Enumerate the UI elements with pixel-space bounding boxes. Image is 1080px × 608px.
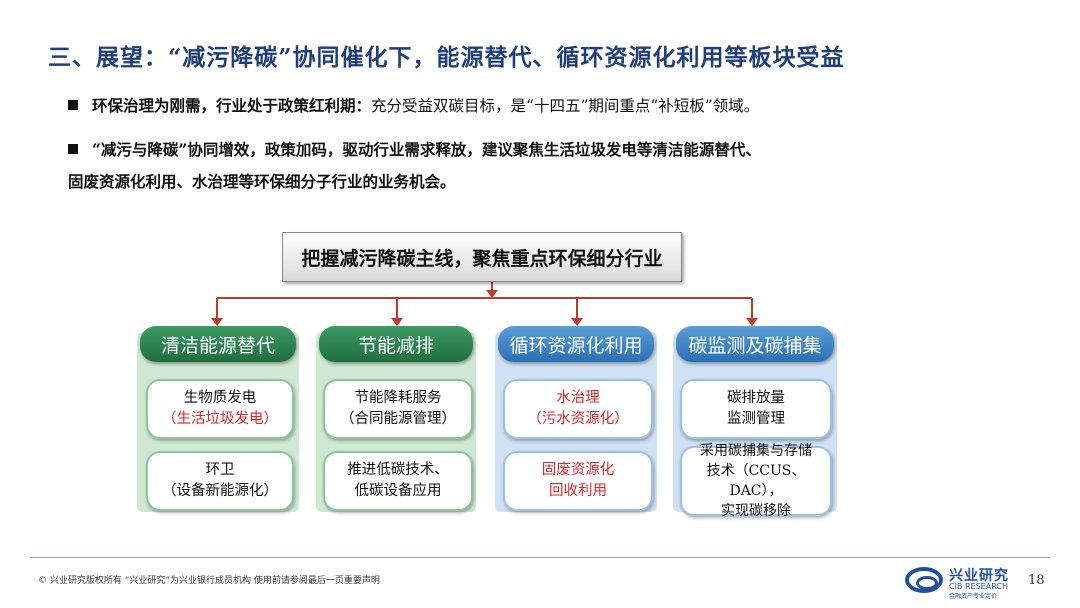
bullet-1: 环保治理为刚需，行业处于政策红利期：充分受益双碳目标，是“十四五”期间重点“补短… xyxy=(68,90,1028,122)
root-box: 把握减污降碳主线，聚焦重点环保细分行业 xyxy=(282,232,682,282)
card-line: （合同能源管理） xyxy=(340,411,456,427)
bullet-2-bold: “减污与降碳”协同增效，政策加码，驱动行业需求释放，建议聚焦生活垃圾发电等清洁能… xyxy=(92,140,761,159)
card-line: 推进低碳技术、 xyxy=(347,462,449,478)
bullet-1-text: 充分受益双碳目标，是“十四五”期间重点“补短板”领域。 xyxy=(371,97,760,115)
column-header-clean-energy: 清洁能源替代 xyxy=(140,326,296,362)
card-carbon-capture: 采用碳捕集与存储 技术（CCUS、DAC）， 实现碳移除 xyxy=(680,443,832,519)
bullet-square-icon xyxy=(68,144,78,154)
logo-tag: 金融资产专业定价 xyxy=(949,593,998,600)
card-line: 监测管理 xyxy=(727,411,785,427)
arrow-head-2 xyxy=(391,318,403,326)
card-line-red: 回收利用 xyxy=(549,483,607,499)
card-biomass: 生物质发电 （生活垃圾发电） xyxy=(146,379,294,439)
card-line-red: （生活垃圾发电） xyxy=(162,411,278,427)
card-line: 低碳设备应用 xyxy=(354,483,442,499)
column-header-energy-saving: 节能减排 xyxy=(319,326,473,362)
card-low-carbon: 推进低碳技术、 低碳设备应用 xyxy=(323,451,473,511)
card-energy-service: 节能降耗服务 （合同能源管理） xyxy=(323,379,473,439)
card-carbon-monitor: 碳排放量 监测管理 xyxy=(680,379,832,439)
card-line: 技术（CCUS、DAC）， xyxy=(706,463,806,499)
card-line: 采用碳捕集与存储 xyxy=(700,443,812,459)
bullet-1-bold: 环保治理为刚需，行业处于政策红利期： xyxy=(92,96,372,115)
card-line: 实现碳移除 xyxy=(721,503,791,519)
card-line: 环卫 xyxy=(205,462,235,478)
card-line-red: （污水资源化） xyxy=(527,411,629,427)
column-header-carbon: 碳监测及碳捕集 xyxy=(676,326,834,362)
bullet-2: “减污与降碳”协同增效，政策加码，驱动行业需求释放，建议聚焦生活垃圾发电等清洁能… xyxy=(68,134,1028,198)
card-line-red: 水治理 xyxy=(556,390,600,406)
column-header-recycling: 循环资源化利用 xyxy=(498,326,654,362)
footer-divider xyxy=(30,557,1050,558)
card-line: 碳排放量 xyxy=(727,390,785,406)
slide-title: 三、展望：“减污降碳”协同催化下，能源替代、循环资源化利用等板块受益 xyxy=(48,44,845,71)
logo-en: CIB RESEARCH xyxy=(949,582,1008,591)
card-solid-waste: 固废资源化 回收利用 xyxy=(503,451,653,511)
bullet-2-line2: 固废资源化利用、水治理等环保细分子行业的业务机会。 xyxy=(68,172,456,191)
logo-cn: 兴业研究 xyxy=(949,568,1009,584)
footer-copyright: © 兴业研究版权所有 “兴业研究”为兴业银行成员机构 使用前请参阅最后一页重要声… xyxy=(38,576,380,586)
card-water: 水治理 （污水资源化） xyxy=(503,379,653,439)
arrow-head-root xyxy=(486,290,498,298)
card-line: （设备新能源化） xyxy=(162,483,278,499)
page-number: 18 xyxy=(1028,573,1045,588)
card-sanitation: 环卫 （设备新能源化） xyxy=(146,451,294,511)
cib-logo: 兴业研究 CIB RESEARCH 金融资产专业定价 xyxy=(905,565,1015,600)
card-line: 生物质发电 xyxy=(183,390,257,406)
arrow-head-3 xyxy=(571,318,583,326)
card-line-red: 固废资源化 xyxy=(541,462,615,478)
bullet-square-icon xyxy=(68,100,78,110)
cib-logo-icon xyxy=(905,567,943,593)
arrow-head-1 xyxy=(211,318,223,326)
card-line: 节能降耗服务 xyxy=(354,390,442,406)
arrow-head-4 xyxy=(746,318,758,326)
